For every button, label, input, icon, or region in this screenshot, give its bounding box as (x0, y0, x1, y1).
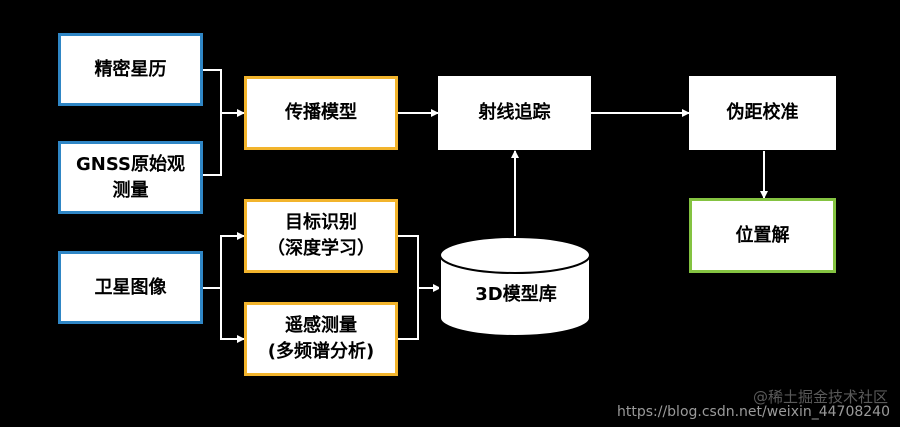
watermark-platform: @稀土掘金技术社区 (752, 388, 888, 406)
node-label: 遥感测量 (285, 315, 357, 336)
node-label: 精密星历 (94, 58, 167, 80)
node-3d-model-library: 3D模型库 (475, 284, 557, 305)
node-position-solution: 位置解 (689, 198, 836, 273)
connector-satellite-to-sensing (203, 287, 245, 343)
node-label: 传播模型 (285, 102, 357, 123)
node-ray-tracing: 射线追踪 (438, 76, 591, 150)
node-label: 位置解 (735, 224, 790, 246)
node-label: 测量 (112, 179, 149, 201)
node-pseudorange-correction: 伪距校准 (689, 76, 836, 150)
node-label: GNSS原始观 (76, 153, 185, 175)
node-gnss-raw-observation: GNSS原始观 测量 (58, 141, 203, 214)
node-label: 伪距校准 (726, 102, 799, 123)
connector-ephemeris (203, 69, 245, 117)
cylinder-3d-model-library (439, 236, 591, 337)
connector-satellite-to-recognition (203, 232, 245, 289)
node-target-recognition: 目标识别 （深度学习） (244, 199, 398, 273)
node-label: (多频谱分析) (267, 341, 375, 362)
node-satellite-image: 卫星图像 (58, 251, 203, 324)
connector-recognition-to-3d (398, 235, 441, 292)
node-label: 卫星图像 (94, 276, 167, 298)
connector-sensing-to-3d (398, 288, 419, 340)
node-label: 目标识别 (285, 212, 357, 233)
node-label: 射线追踪 (478, 102, 551, 123)
node-propagation-model: 传播模型 (244, 76, 398, 150)
node-label: （深度学习） (267, 238, 375, 259)
watermark-url: https://blog.csdn.net/weixin_44708240 (616, 404, 890, 420)
node-precise-ephemeris: 精密星历 (58, 33, 203, 106)
node-remote-sensing: 遥感测量 (多频谱分析) (244, 302, 398, 376)
connector-gnss (203, 113, 222, 176)
